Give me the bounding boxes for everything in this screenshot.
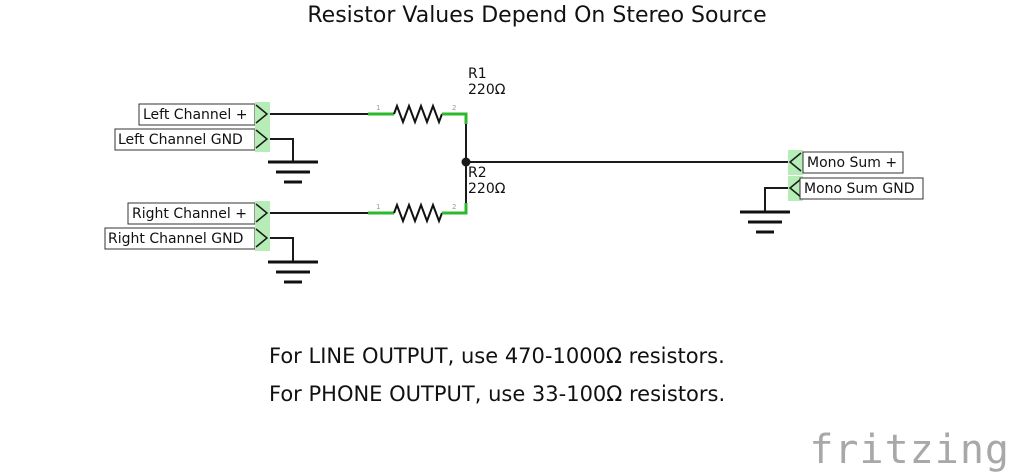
- ground-symbol-left: [268, 160, 318, 184]
- left-channel-plus-label: Left Channel +: [143, 107, 247, 123]
- wire-right-gnd: [268, 237, 294, 262]
- r2-zigzag: [393, 202, 443, 224]
- r2-pin2-label: 2: [452, 203, 456, 211]
- fritzing-logo: fritzing: [809, 427, 1010, 473]
- resistor-r2[interactable]: 1 2 R2 220Ω: [368, 165, 506, 224]
- r1-lead-right: [442, 112, 468, 124]
- junction-node: [461, 157, 471, 167]
- r2-name-label: R2: [468, 165, 487, 181]
- diagram-title: Resistor Values Depend On Stereo Source: [307, 3, 766, 28]
- mono-sum-plus-label: Mono Sum +: [807, 155, 897, 171]
- net-label-mono-sum-gnd[interactable]: Mono Sum GND: [788, 176, 924, 201]
- wire-mono-gnd: [764, 187, 790, 212]
- resistor-r1[interactable]: 1 2 R1 220Ω: [368, 66, 506, 125]
- net-label-left-channel-gnd[interactable]: Left Channel GND: [114, 127, 270, 152]
- r1-pin2-label: 2: [452, 104, 456, 112]
- wire-left-gnd: [268, 138, 294, 162]
- ground-symbol-mono: [740, 210, 790, 234]
- wires: [268, 113, 790, 262]
- note-phone-output: For PHONE OUTPUT, use 33-100Ω resistors.: [269, 382, 725, 406]
- r2-value-label: 220Ω: [468, 181, 506, 197]
- r2-lead-right: [442, 203, 468, 215]
- left-channel-gnd-label: Left Channel GND: [118, 132, 243, 148]
- right-channel-plus-label: Right Channel +: [132, 206, 247, 222]
- r1-pin1-label: 1: [376, 104, 380, 112]
- net-label-right-channel-plus[interactable]: Right Channel +: [127, 201, 270, 226]
- mono-sum-gnd-label: Mono Sum GND: [804, 181, 914, 197]
- r1-zigzag: [393, 103, 443, 125]
- r1-name-label: R1: [468, 66, 487, 82]
- ground-symbol-right: [268, 260, 318, 284]
- right-channel-gnd-label: Right Channel GND: [108, 231, 243, 247]
- net-label-left-channel-plus[interactable]: Left Channel +: [138, 102, 270, 127]
- net-label-mono-sum-plus[interactable]: Mono Sum +: [788, 150, 904, 175]
- r2-pin1-label: 1: [376, 203, 380, 211]
- r1-value-label: 220Ω: [468, 82, 506, 98]
- net-label-right-channel-gnd[interactable]: Right Channel GND: [104, 226, 270, 251]
- note-line-output: For LINE OUTPUT, use 470-1000Ω resistors…: [269, 344, 725, 368]
